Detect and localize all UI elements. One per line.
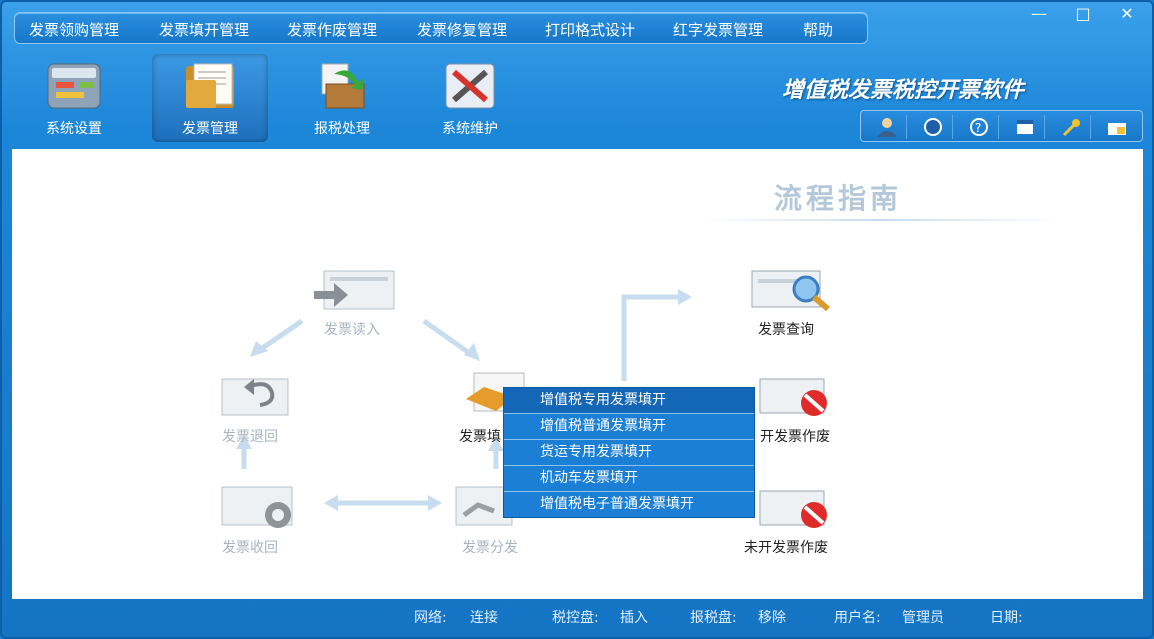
key-button[interactable] [1051,115,1091,139]
status-taxdisk-value: 移除 [758,610,786,626]
node-invoice-read[interactable]: 发票读入 [324,322,380,338]
toolbar-invoice-management-button[interactable]: 发票管理 [152,54,268,142]
menu-invoice-void[interactable]: 发票作废管理 [287,21,378,39]
menu-invoice-repair[interactable]: 发票修复管理 [417,21,508,39]
settings-panel-icon [47,63,101,109]
help-icon: ? [970,118,988,136]
lock-icon [1108,123,1126,135]
toolbar-tax-processing-button[interactable]: 报税处理 [284,54,400,142]
node-invoice-distribute[interactable]: 发票分发 [462,540,518,556]
invoice-recall-icon[interactable] [220,485,302,531]
invoice-read-icon[interactable] [314,269,398,313]
svg-text:?: ? [975,121,981,135]
invoice-return-icon[interactable] [220,373,292,417]
refresh-icon [924,118,942,136]
issued-void-icon[interactable] [758,375,834,419]
node-unissued-invoice-void[interactable]: 未开发票作废 [744,540,828,556]
window-button[interactable] [1005,115,1045,139]
maximize-button[interactable]: □ [1075,4,1091,23]
status-network-value: 连接 [470,610,498,626]
menu-item-vehicle-fill[interactable]: 机动车发票填开 [504,466,754,492]
arrow-fill-to-query [621,294,682,381]
arrow-read-to-fill [422,318,474,358]
invoice-query-icon[interactable] [750,267,836,313]
status-taxdisk-label: 报税盘: [690,610,737,626]
window-icon [1017,120,1033,134]
user-button[interactable] [867,115,907,139]
refresh-button[interactable] [913,115,953,139]
menu-item-vat-electronic-fill[interactable]: 增值税电子普通发票填开 [540,496,694,512]
status-date-label: 日期: [990,610,1023,626]
status-bar: 网络: 连接 税控盘: 插入 报税盘: 移除 用户名: 管理员 日期: [2,600,1152,637]
menu-item-vat-special-fill[interactable]: 增值税专用发票填开 [504,388,754,414]
node-issued-invoice-void[interactable]: 开发票作废 [760,429,830,445]
help-button[interactable]: ? [959,115,999,139]
node-invoice-query[interactable]: 发票查询 [758,322,814,338]
guide-underline [702,219,1062,221]
lock-button[interactable] [1097,115,1137,139]
app-title: 增值税发票税控开票软件 [782,78,1025,103]
quick-toolbar: ? [860,110,1143,142]
tools-icon [445,63,495,109]
node-invoice-return[interactable]: 发票退回 [222,429,278,445]
toolbar-system-settings-button[interactable]: 系统设置 [16,54,132,142]
status-disk-value: 插入 [620,610,648,626]
toolbar-label: 发票管理 [182,121,238,137]
flow-guide-panel: 流程指南 [12,149,1143,599]
flow-arrows [236,289,692,511]
user-icon [877,118,897,137]
tax-box-icon [321,63,365,109]
status-disk-label: 税控盘: [552,610,599,626]
status-user-label: 用户名: [834,610,881,626]
menu-invoice-fill[interactable]: 发票填开管理 [159,21,250,39]
node-invoice-recall[interactable]: 发票收回 [222,540,278,556]
menu-invoice-purchase[interactable]: 发票领购管理 [29,21,120,39]
arrow-read-to-return [256,318,304,354]
menu-help[interactable]: 帮助 [803,21,834,39]
toolbar-label: 系统维护 [442,121,498,137]
menu-bar: 发票领购管理 发票填开管理 发票作废管理 发票修复管理 打印格式设计 红字发票管… [14,12,868,44]
guide-title: 流程指南 [774,182,903,215]
minimize-button[interactable]: — [1031,4,1047,23]
node-invoice-fill[interactable]: 发票填 [459,429,501,445]
invoice-fill-context-menu: 增值税专用发票填开 增值税普通发票填开 货运专用发票填开 机动车发票填开 增值税… [503,387,755,518]
folder-icon [186,63,234,108]
key-icon [1062,119,1080,137]
menu-item-freight-fill[interactable]: 货运专用发票填开 [504,440,754,466]
menu-item-vat-general-fill[interactable]: 增值税普通发票填开 [504,414,754,440]
menu-red-invoice[interactable]: 红字发票管理 [673,21,764,39]
status-user-value: 管理员 [902,610,944,626]
menu-print-format[interactable]: 打印格式设计 [545,21,636,39]
toolbar-system-maintenance-button[interactable]: 系统维护 [412,54,528,142]
toolbar-label: 系统设置 [46,121,102,137]
close-button[interactable]: ✕ [1120,4,1134,23]
unissued-void-icon[interactable] [758,485,834,531]
status-network-label: 网络: [414,610,447,626]
toolbar-label: 报税处理 [314,121,370,137]
